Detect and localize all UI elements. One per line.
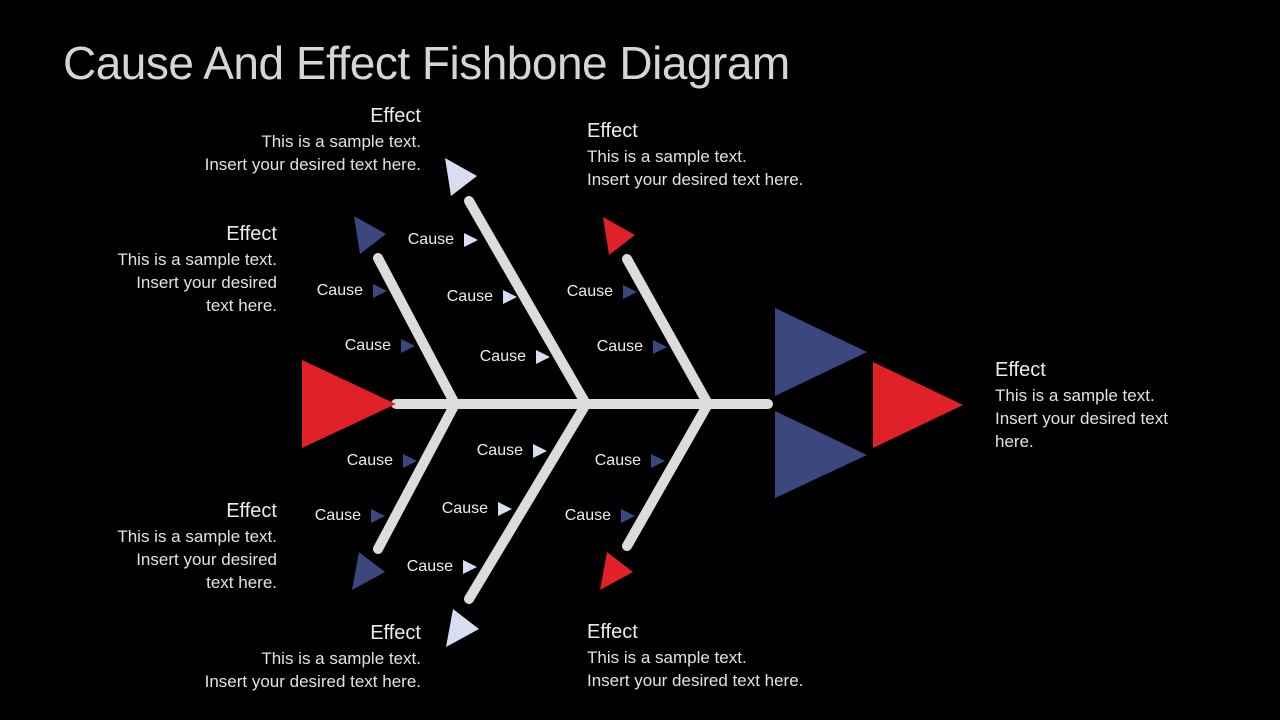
cause-label: Cause	[442, 497, 512, 521]
cause-label: Cause	[597, 335, 667, 359]
effect-text-line: Insert your desired	[136, 550, 277, 569]
bone-arrowhead-icon	[603, 217, 635, 255]
cause-text: Cause	[596, 338, 643, 355]
cause-text: Cause	[407, 231, 454, 248]
bone-arrowhead-icon	[354, 216, 386, 254]
effect-text-line: Insert your desired text here.	[204, 155, 421, 174]
tail-arrow-blue-lower	[775, 411, 867, 498]
cause-text: Cause	[346, 452, 393, 469]
cause-text: Cause	[594, 452, 641, 469]
cause-arrow-icon	[373, 284, 387, 298]
bone-line	[464, 399, 591, 604]
cause-arrow-icon	[623, 285, 637, 299]
cause-text: Cause	[344, 337, 391, 354]
effect-text-line: Insert your desired text here.	[587, 671, 804, 690]
effect-text-line: text here.	[206, 573, 277, 592]
bone-arrowhead-icon	[600, 552, 633, 590]
effect-heading: Effect	[226, 500, 277, 522]
cause-arrow-icon	[533, 444, 547, 458]
cause-arrow-icon	[503, 290, 517, 304]
cause-text: Cause	[446, 288, 493, 305]
cause-label: Cause	[595, 449, 665, 473]
bone-arrowhead-icon	[445, 158, 477, 196]
cause-text: Cause	[479, 348, 526, 365]
cause-text: Cause	[564, 507, 611, 524]
cause-arrow-icon	[463, 560, 477, 574]
effect-text-line: Insert your desired text	[995, 409, 1168, 428]
bone-line	[373, 399, 460, 554]
cause-text: Cause	[314, 507, 361, 524]
effect-text-line: Insert your desired text here.	[587, 170, 804, 189]
cause-arrow-icon	[464, 233, 478, 247]
bone-line	[622, 399, 713, 551]
effect-heading: Effect	[587, 120, 638, 142]
cause-label: Cause	[315, 504, 385, 528]
cause-label: Cause	[477, 439, 547, 463]
effect-text-line: text here.	[206, 296, 277, 315]
cause-text: Cause	[441, 500, 488, 517]
cause-text: Cause	[406, 558, 453, 575]
bone-line	[373, 253, 460, 409]
cause-label: Cause	[407, 555, 477, 579]
effect-text-line: This is a sample text.	[117, 527, 277, 546]
cause-label: Cause	[317, 279, 387, 303]
cause-arrow-icon	[536, 350, 550, 364]
cause-arrow-icon	[651, 454, 665, 468]
effect-text-line: This is a sample text.	[261, 132, 421, 151]
cause-label: Cause	[567, 280, 637, 304]
cause-text: Cause	[566, 283, 613, 300]
cause-text: Cause	[476, 442, 523, 459]
bone-arrowhead-icon	[446, 609, 479, 647]
effect-heading: Effect	[370, 105, 421, 127]
tail-arrow-red	[873, 362, 963, 448]
tail-arrow-blue-upper	[775, 308, 867, 396]
bone-arrowhead-icon	[352, 552, 385, 590]
slide-title: Cause And Effect Fishbone Diagram	[63, 37, 790, 89]
cause-text: Cause	[316, 282, 363, 299]
cause-label: Cause	[565, 504, 635, 528]
effect-text-line: Insert your desired text here.	[204, 672, 421, 691]
effect-text-line: This is a sample text.	[117, 250, 277, 269]
cause-label: Cause	[480, 345, 550, 369]
effect-text-line: Insert your desired	[136, 273, 277, 292]
effect-heading: Effect	[587, 621, 638, 643]
effect-heading: Effect	[370, 622, 421, 644]
cause-label: Cause	[447, 285, 517, 309]
bone-line	[622, 254, 713, 409]
cause-arrow-icon	[403, 454, 417, 468]
cause-arrow-icon	[653, 340, 667, 354]
effect-text-line: This is a sample text.	[587, 648, 747, 667]
effect-text-line: This is a sample text.	[995, 386, 1155, 405]
fish-head-arrow	[302, 360, 396, 448]
cause-arrow-icon	[401, 339, 415, 353]
effect-text-line: This is a sample text.	[587, 147, 747, 166]
cause-arrow-icon	[498, 502, 512, 516]
effect-heading: Effect	[226, 223, 277, 245]
effect-text-line: This is a sample text.	[261, 649, 421, 668]
cause-label: Cause	[408, 228, 478, 252]
cause-label: Cause	[345, 334, 415, 358]
cause-arrow-icon	[371, 509, 385, 523]
effect-text-line: here.	[995, 432, 1034, 451]
cause-label: Cause	[347, 449, 417, 473]
bone-line	[464, 196, 591, 409]
cause-arrow-icon	[621, 509, 635, 523]
effect-heading: Effect	[995, 359, 1046, 381]
